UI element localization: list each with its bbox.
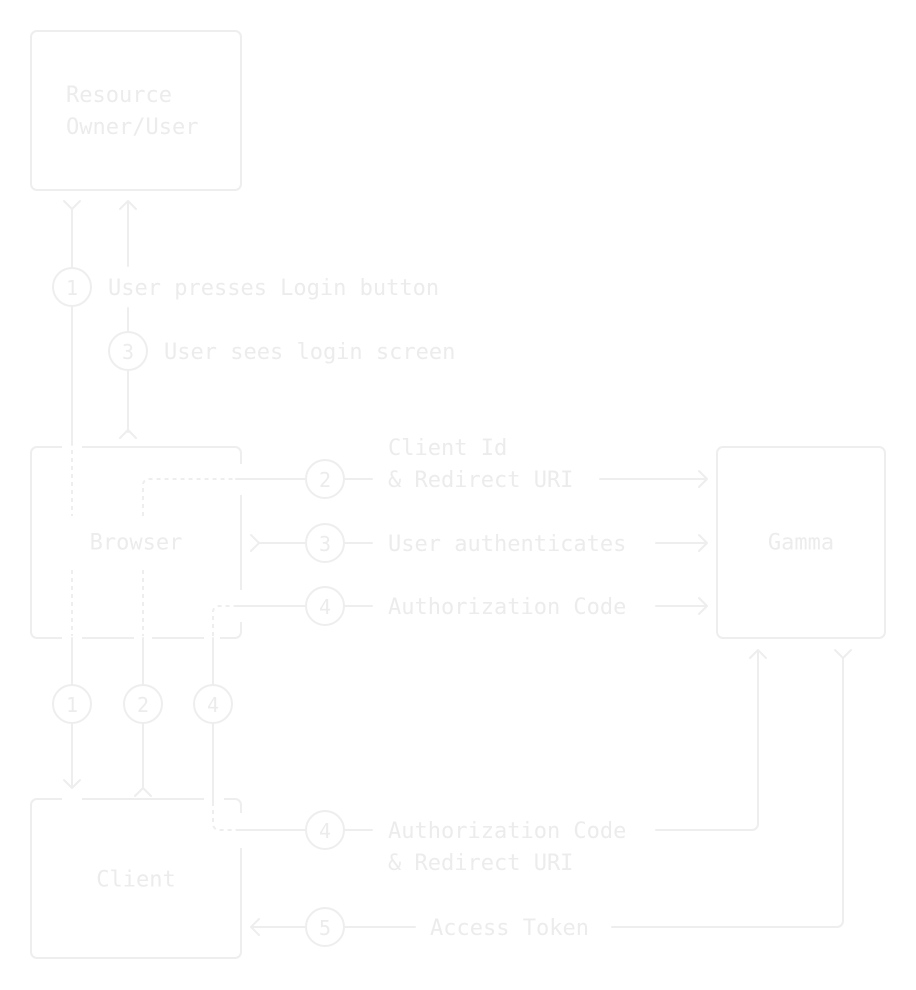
step-c2g-label-line2: & Redirect URI <box>388 851 573 876</box>
line-step4-dashed <box>211 604 238 636</box>
step-1-label: User presses Login button <box>108 276 439 301</box>
line-access-token <box>250 649 852 936</box>
step-c2g-4-marker: 4 <box>305 810 345 850</box>
arrow-tail-1 <box>63 200 81 269</box>
step-3-auth-label: User authenticates <box>388 532 626 557</box>
client-box <box>30 798 242 959</box>
gamma-box <box>716 446 886 639</box>
svg-text:2: 2 <box>319 468 331 492</box>
client-label: Client <box>96 868 175 893</box>
svg-text:4: 4 <box>319 595 331 619</box>
step-b2c-4-marker: 4 <box>193 684 233 724</box>
svg-text:2: 2 <box>137 693 149 717</box>
step-4-label: Authorization Code <box>388 595 626 620</box>
browser-label: Browser <box>90 531 183 556</box>
step-c2g-label-line1: Authorization Code <box>388 819 626 844</box>
step-b2c-1-marker: 1 <box>52 684 92 724</box>
step-5-marker: 5 <box>305 907 345 947</box>
svg-text:3: 3 <box>319 532 331 556</box>
line-step2 <box>235 470 708 488</box>
step-3-label: User sees login screen <box>164 340 455 365</box>
resource-owner-label-line1: Resource <box>66 83 172 108</box>
arrow-up-3 <box>119 200 137 267</box>
line-b2c-2 <box>134 637 152 797</box>
line-c2g-dashed <box>212 802 238 831</box>
step-4-marker: 4 <box>305 586 345 626</box>
svg-text:4: 4 <box>207 693 219 717</box>
svg-text:1: 1 <box>66 693 78 717</box>
line-step4 <box>237 597 708 615</box>
step-b2c-2-marker: 2 <box>123 684 163 724</box>
resource-owner-label-line2: Owner/User <box>66 115 198 140</box>
line-step1-d <box>63 723 81 789</box>
step-3-auth-marker: 3 <box>305 523 345 563</box>
line-step2-dashed <box>141 477 236 516</box>
line-c2g <box>237 649 767 831</box>
step-2-label-line1: Client Id <box>388 436 507 461</box>
resource-owner-box <box>30 30 242 191</box>
svg-text:5: 5 <box>319 916 331 940</box>
step-2-label-line2: & Redirect URI <box>388 468 573 493</box>
line-step3-b <box>119 369 137 439</box>
browser-box <box>30 446 242 639</box>
gamma-label: Gamma <box>768 531 834 556</box>
step-5-label: Access Token <box>430 916 589 941</box>
step-3-top-marker: 3 <box>108 331 148 371</box>
svg-text:3: 3 <box>122 340 134 364</box>
svg-text:1: 1 <box>66 276 78 300</box>
step-2-marker: 2 <box>305 459 345 499</box>
step-1-top-marker: 1 <box>52 267 92 307</box>
line-step3-auth <box>250 534 708 552</box>
svg-text:4: 4 <box>319 819 331 843</box>
